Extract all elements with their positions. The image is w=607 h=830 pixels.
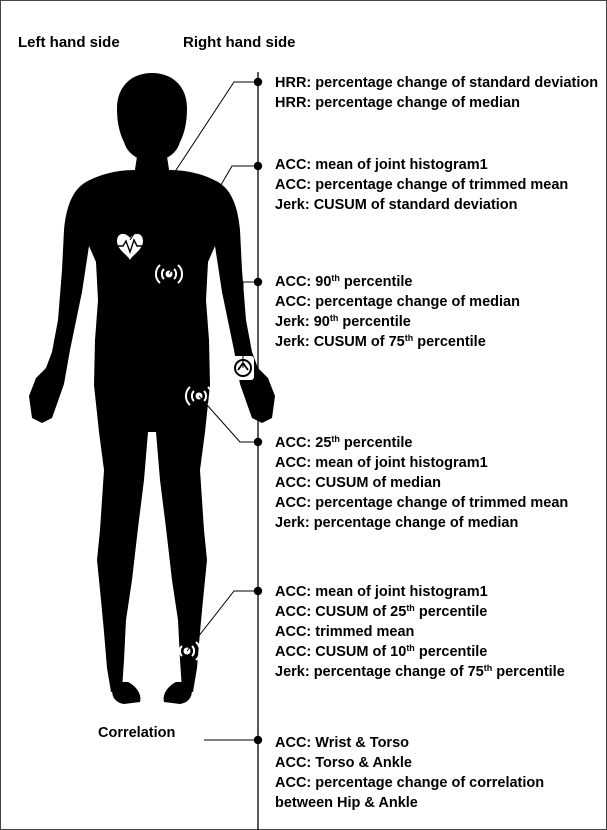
feature-line: ACC: 25th percentile (275, 433, 605, 453)
feature-line: Jerk: percentage change of 75th percenti… (275, 662, 605, 682)
feature-line: ACC: mean of joint histogram1 (275, 155, 605, 175)
feature-line: HRR: percentage change of standard devia… (275, 73, 605, 93)
feature-line: ACC: CUSUM of median (275, 473, 605, 493)
human-silhouette (29, 73, 275, 704)
feature-line: ACC: Wrist & Torso (275, 733, 605, 753)
feature-line: ACC: percentage change of median (275, 292, 605, 312)
feature-line: Jerk: CUSUM of standard deviation (275, 195, 605, 215)
feature-line: ACC: CUSUM of 10th percentile (275, 642, 605, 662)
correlation-label: Correlation (98, 725, 175, 741)
feature-line: ACC: CUSUM of 25th percentile (275, 602, 605, 622)
feature-line: ACC: 90th percentile (275, 272, 605, 292)
hrr-feature-list: HRR: percentage change of standard devia… (275, 73, 605, 113)
feature-line: ACC: percentage change of trimmed mean (275, 493, 605, 513)
feature-line: Jerk: CUSUM of 75th percentile (275, 332, 605, 352)
feature-line: HRR: percentage change of median (275, 93, 605, 113)
feature-line: ACC: Torso & Ankle (275, 753, 605, 773)
feature-line: ACC: percentage change of correlation be… (275, 773, 605, 813)
feature-line: Jerk: 90th percentile (275, 312, 605, 332)
feature-line: ACC: mean of joint histogram1 (275, 582, 605, 602)
feature-line: ACC: percentage change of trimmed mean (275, 175, 605, 195)
feature-line: Jerk: percentage change of median (275, 513, 605, 533)
feature-line: ACC: mean of joint histogram1 (275, 453, 605, 473)
feature-line: ACC: trimmed mean (275, 622, 605, 642)
